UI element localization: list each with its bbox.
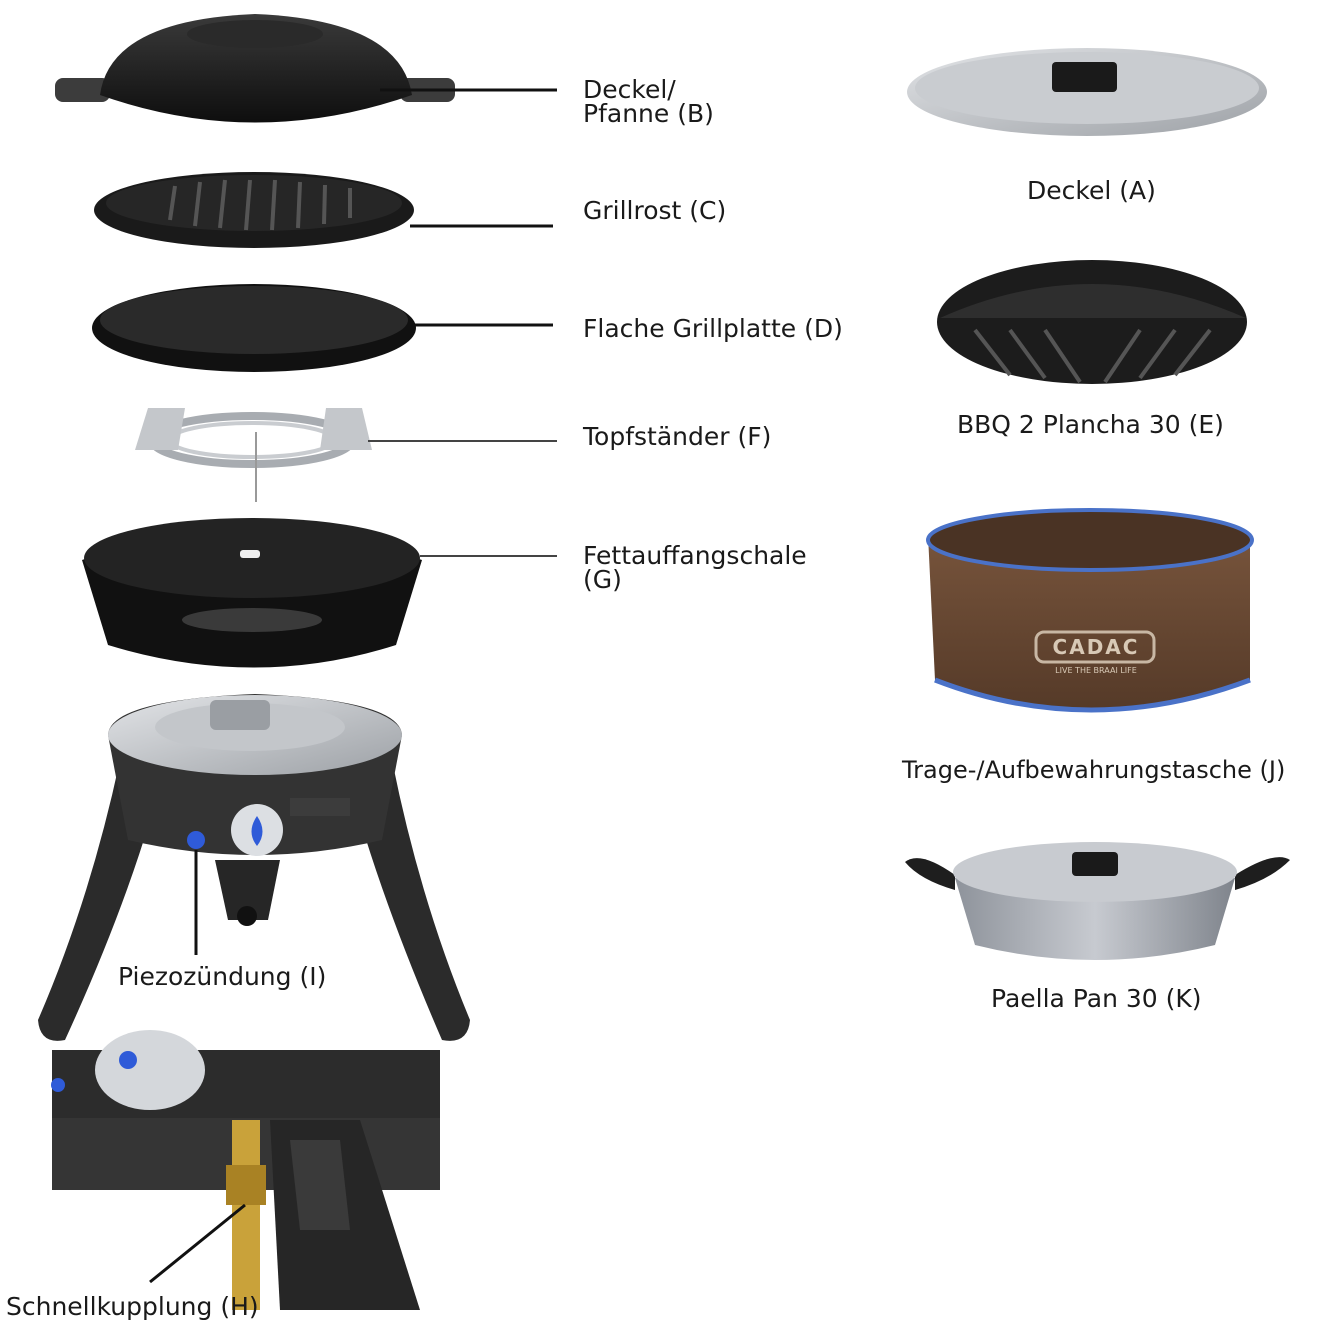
- label-lid-pan-line1: Deckel/: [583, 75, 676, 104]
- caption-plancha: BBQ 2 Plancha 30 (E): [957, 410, 1224, 439]
- drip-tray-part: [82, 518, 557, 668]
- label-drip-tray-line1: Fettauffangschale: [583, 541, 807, 570]
- label-drip-tray: Fettauffangschale (G): [583, 541, 807, 594]
- flat-plate-part: [92, 284, 553, 372]
- label-grill-grate: Grillrost (C): [583, 196, 727, 225]
- lid-pan-part: [55, 14, 557, 123]
- label-flat-plate: Flache Grillplatte (D): [583, 314, 843, 343]
- coupling-closeup: [51, 1030, 440, 1310]
- caption-bag: Trage-/Aufbewahrungstasche (J): [902, 756, 1286, 784]
- label-pot-stand: Topfständer (F): [583, 422, 772, 451]
- grill-base-part: [38, 694, 470, 1041]
- accessory-paella-pan: [905, 842, 1290, 960]
- bag-logo: CADAC: [1052, 635, 1140, 659]
- label-piezo: Piezozündung (I): [118, 962, 327, 991]
- pot-stand-part: [135, 408, 557, 502]
- accessory-plancha: [937, 260, 1247, 384]
- caption-lid: Deckel (A): [1027, 176, 1156, 205]
- label-lid-pan-line2: Pfanne (B): [583, 99, 714, 128]
- grill-grate-part: [94, 172, 553, 248]
- label-drip-tray-line2: (G): [583, 565, 622, 594]
- accessory-bag: [926, 508, 1254, 713]
- caption-paella-pan: Paella Pan 30 (K): [991, 984, 1202, 1013]
- label-lid-pan: Deckel/ Pfanne (B): [583, 75, 714, 128]
- label-quick-coupling: Schnellkupplung (H): [6, 1292, 259, 1321]
- accessory-lid: [907, 48, 1267, 136]
- bag-slogan: LIVE THE BRAAI LIFE: [1055, 666, 1137, 675]
